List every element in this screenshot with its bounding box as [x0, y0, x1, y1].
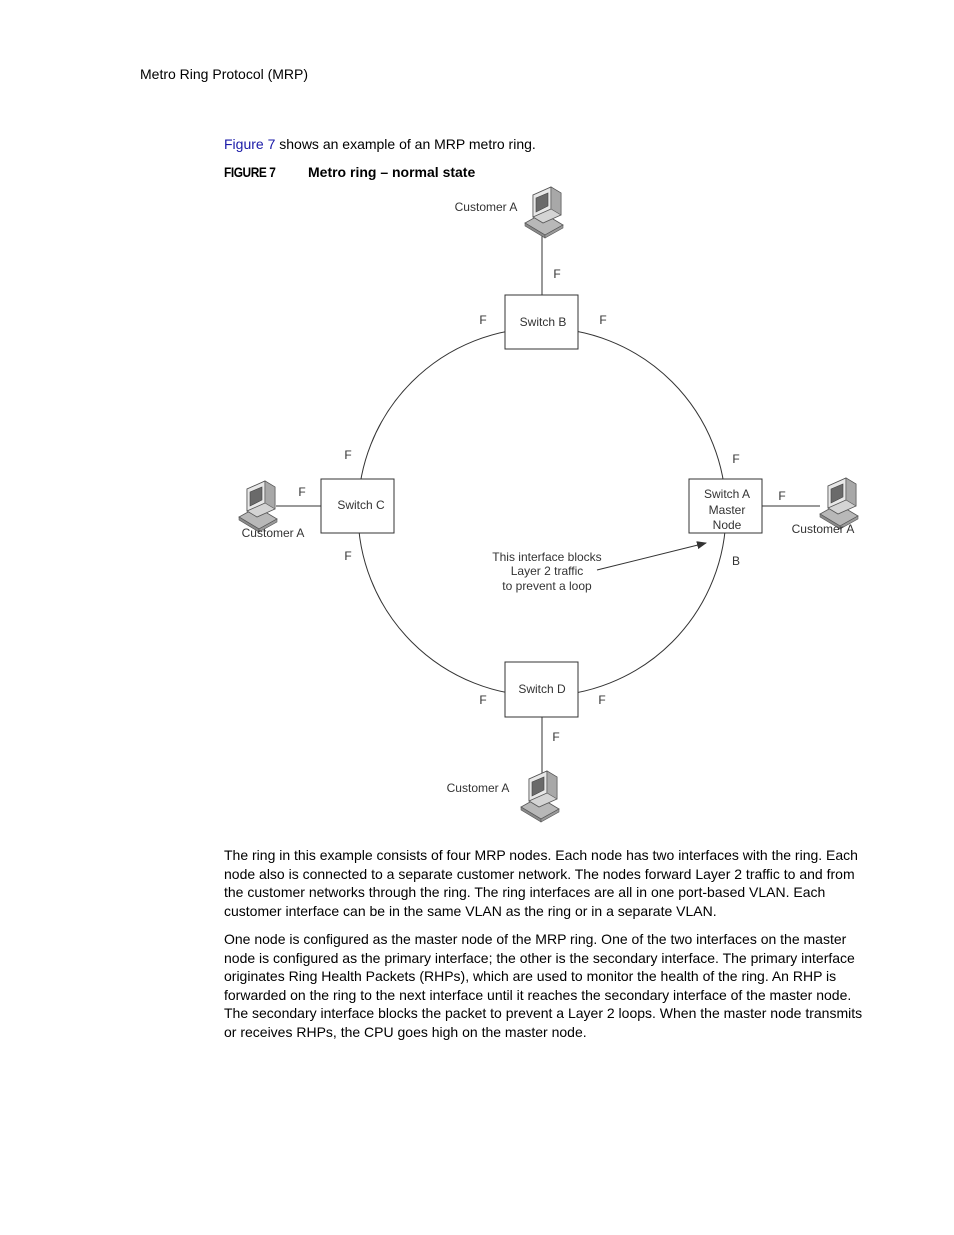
figure-link[interactable]: Figure 7 [224, 136, 276, 152]
port-label-b-left: F [479, 313, 486, 327]
port-label-d-right: F [598, 693, 605, 707]
switch-d-label: Switch D [518, 682, 566, 696]
customer-left-label: Customer A [242, 526, 305, 540]
running-header: Metro Ring Protocol (MRP) [140, 66, 309, 82]
switch-b-label: Switch B [520, 315, 567, 329]
switch-d-box [504, 661, 579, 718]
customer-right-label: Customer A [792, 522, 855, 536]
figure-number: FIGURE 7 [224, 164, 276, 180]
port-label-b-right: F [599, 313, 606, 327]
port-label-d-customer: F [552, 730, 559, 744]
switch-a-label-line1: Switch A [704, 487, 750, 501]
port-label-d-left: F [479, 693, 486, 707]
figure-title: Metro ring – normal state [308, 164, 476, 180]
port-label-b-customer: F [553, 267, 560, 281]
customer-bottom-computer-icon [520, 770, 560, 823]
switch-c-box [320, 478, 395, 534]
ring-circle [357, 327, 727, 697]
customer-top-label: Customer A [455, 200, 518, 214]
port-label-a-customer: F [778, 489, 785, 503]
switch-a-label-line2: Master [709, 503, 746, 517]
switch-b-box [504, 294, 579, 350]
annotation-line3: to prevent a loop [502, 579, 592, 593]
customer-left-computer-icon [238, 480, 278, 533]
annotation-arrow [596, 541, 707, 571]
intro-sentence: Figure 7 shows an example of an MRP metr… [224, 136, 536, 152]
annotation-line2: Layer 2 traffic [511, 564, 583, 578]
body-paragraph-2: One node is configured as the master nod… [224, 931, 863, 1040]
switch-c-label: Switch C [337, 498, 385, 512]
port-label-a-top: F [732, 452, 739, 466]
intro-text: shows an example of an MRP metro ring. [275, 136, 536, 152]
annotation-line1: This interface blocks [492, 550, 601, 564]
port-label-c-top: F [344, 448, 351, 462]
switch-a-label-line3: Node [713, 518, 742, 532]
port-label-c-customer: F [298, 485, 305, 499]
switch-a-box [688, 478, 763, 534]
customer-top-computer-icon [524, 186, 564, 239]
body-paragraph-1: The ring in this example consists of fou… [224, 847, 858, 919]
port-label-a-blocking: B [732, 554, 740, 568]
port-label-c-bottom: F [344, 549, 351, 563]
customer-bottom-label: Customer A [447, 781, 510, 795]
figure-caption: FIGURE 7 Metro ring – normal state [224, 164, 475, 180]
